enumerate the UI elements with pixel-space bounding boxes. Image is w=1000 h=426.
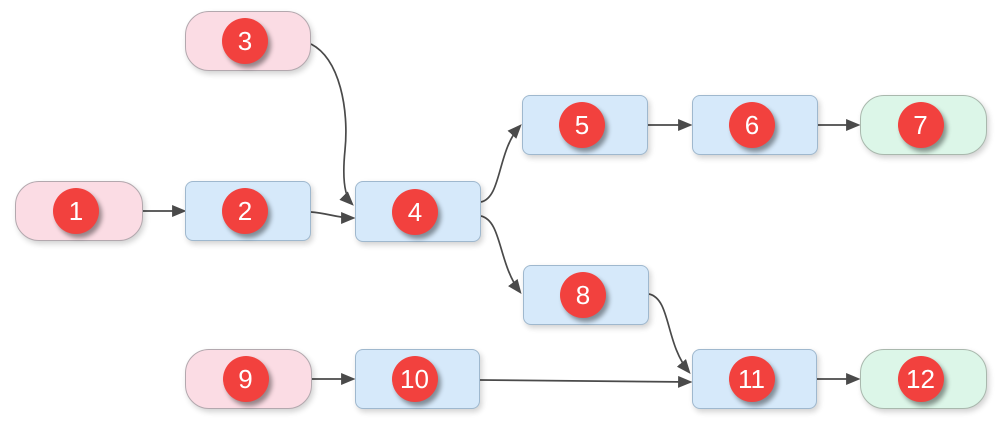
node-1-badge: 1 [53,188,99,234]
node-7[interactable]: 7 [860,95,987,155]
node-8[interactable]: 8 [523,265,649,325]
node-9[interactable]: 9 [185,349,312,409]
node-6-badge: 6 [729,102,775,148]
edge-10-11 [479,375,693,388]
edge-4-8 [480,215,522,295]
node-2-badge: 2 [222,188,268,234]
edge-8-11 [648,293,691,374]
node-3-badge: 3 [222,18,268,64]
node-10[interactable]: 10 [355,349,480,409]
node-4[interactable]: 4 [355,181,481,242]
node-6[interactable]: 6 [692,95,818,155]
node-3[interactable]: 3 [185,11,311,71]
edge-3-4 [310,43,354,206]
node-2[interactable]: 2 [185,181,311,241]
node-10-badge: 10 [391,356,438,402]
edge-2-4 [310,211,356,224]
node-9-badge: 9 [222,356,269,402]
node-8-badge: 8 [560,272,606,318]
node-4-badge: 4 [392,188,438,235]
node-5-badge: 5 [559,102,605,148]
node-5[interactable]: 5 [522,95,648,155]
node-11-badge: 11 [728,356,775,402]
node-11[interactable]: 11 [692,349,817,409]
edge-4-5 [480,124,522,203]
node-7-badge: 7 [897,102,944,148]
node-1[interactable]: 1 [15,181,143,241]
node-12-badge: 12 [897,356,944,402]
node-12[interactable]: 12 [860,349,987,409]
